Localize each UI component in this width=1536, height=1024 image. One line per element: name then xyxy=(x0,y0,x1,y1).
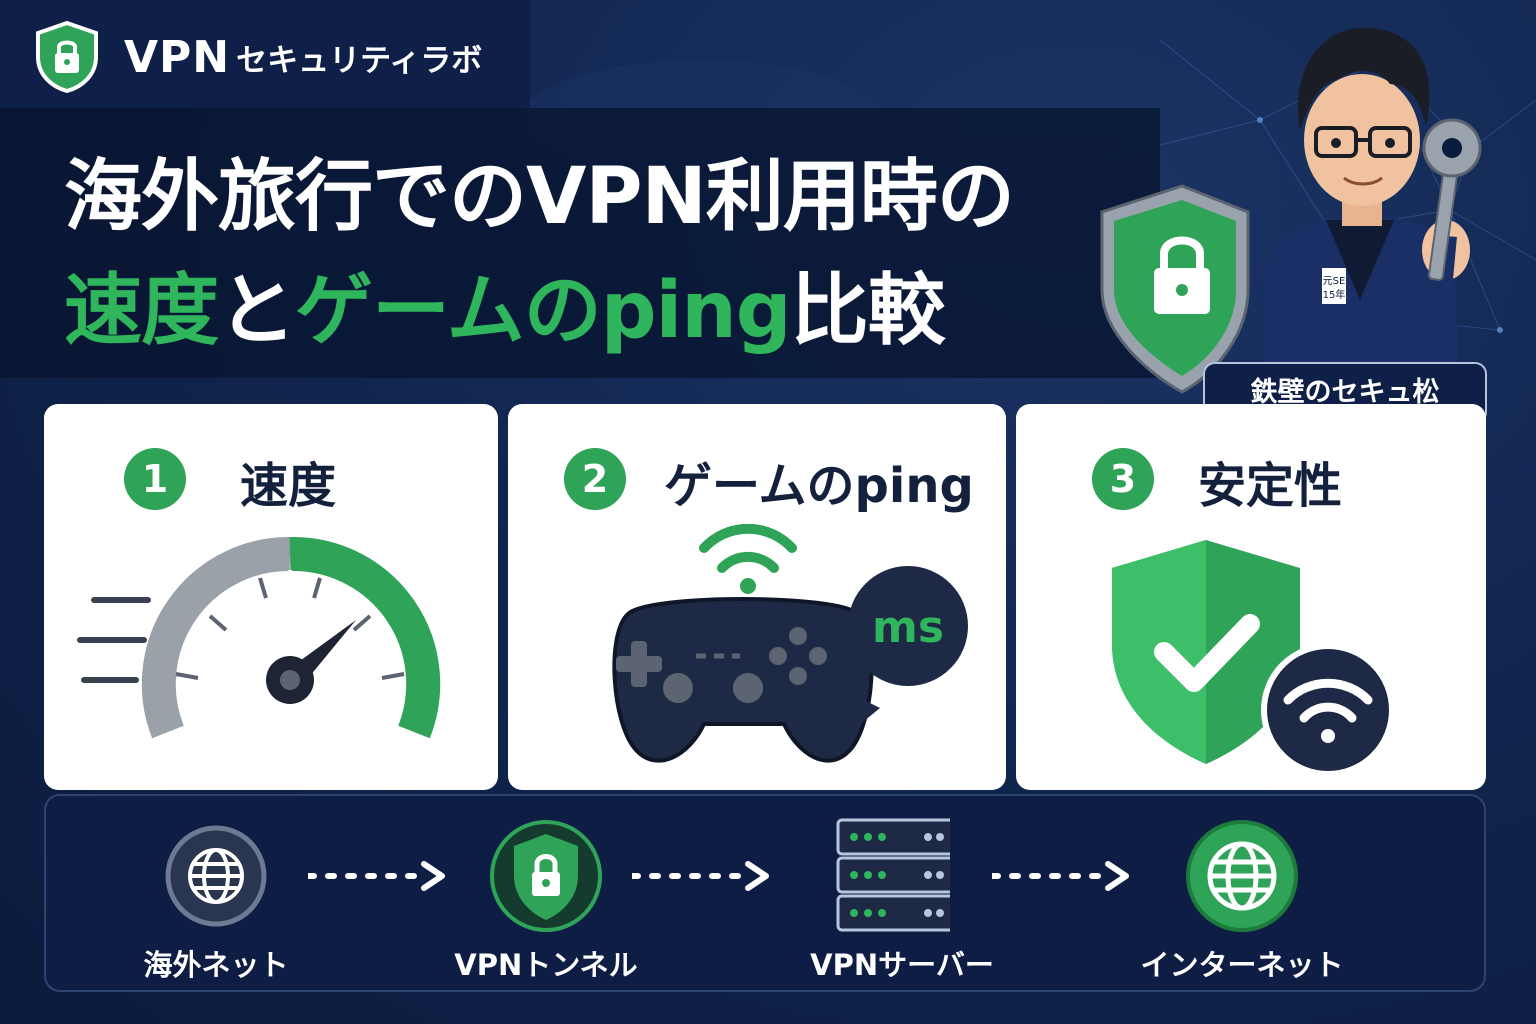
card-number-badge: 2 xyxy=(564,448,626,510)
card-number-badge: 3 xyxy=(1092,448,1154,510)
dotted-arrow-icon xyxy=(632,861,769,891)
brand-logo[interactable]: VPN セキュリティラボ xyxy=(34,21,483,93)
dotted-arrow-icon xyxy=(308,861,445,891)
dotted-arrow-icon xyxy=(992,861,1129,891)
card-game-ping[interactable]: 2 ゲームのping ms xyxy=(508,404,1006,790)
speedometer-icon xyxy=(77,536,441,739)
wifi-icon xyxy=(1283,678,1373,723)
card-title: ゲームのping xyxy=(664,458,974,514)
card-number-badge: 1 xyxy=(124,448,186,510)
ping-bubble-unit: ms xyxy=(872,602,944,653)
flow-label-vpn-tunnel: VPNトンネル xyxy=(454,948,638,982)
title-band xyxy=(0,108,1160,378)
check-shield-icon xyxy=(1112,540,1395,777)
globe-icon xyxy=(165,825,267,927)
title-speed: 速度 xyxy=(64,266,219,356)
globe-icon xyxy=(1186,820,1298,932)
lock-shield-icon xyxy=(490,820,602,932)
page-title-line1: 海外旅行でのVPN利用時の xyxy=(64,152,1015,242)
lock-shield-icon xyxy=(36,21,98,93)
brand-suffix: セキュリティラボ xyxy=(236,42,483,79)
flow-label-internet: インターネット xyxy=(1140,948,1344,982)
card-speed[interactable]: 1 速度 xyxy=(44,404,498,790)
connection-flow-panel: 海外ネット VPNトンネル VPNサーバー xyxy=(44,794,1486,992)
card-title: 速度 xyxy=(240,458,337,514)
mascot-badge-line2: 15年 xyxy=(1323,288,1346,301)
title-game-ping: ゲームのping xyxy=(295,266,792,356)
page-title-line2: 速度とゲームのping比較 xyxy=(64,248,946,360)
mascot-illustration: 元SE 15年 xyxy=(1100,27,1482,420)
game-controller-icon: ms xyxy=(612,524,968,763)
flow-label-vpn-server: VPNサーバー xyxy=(810,948,994,982)
flow-label-overseas-net: 海外ネット xyxy=(143,948,289,982)
brand-prefix: VPN xyxy=(124,31,231,83)
card-title: 安定性 xyxy=(1198,458,1343,514)
card-stability[interactable]: 3 安定性 xyxy=(1016,404,1486,790)
title-compare: 比較 xyxy=(790,266,946,356)
mascot-badge-line1: 元SE xyxy=(1323,276,1346,287)
server-icon xyxy=(836,818,950,932)
title-and: と xyxy=(218,266,296,356)
